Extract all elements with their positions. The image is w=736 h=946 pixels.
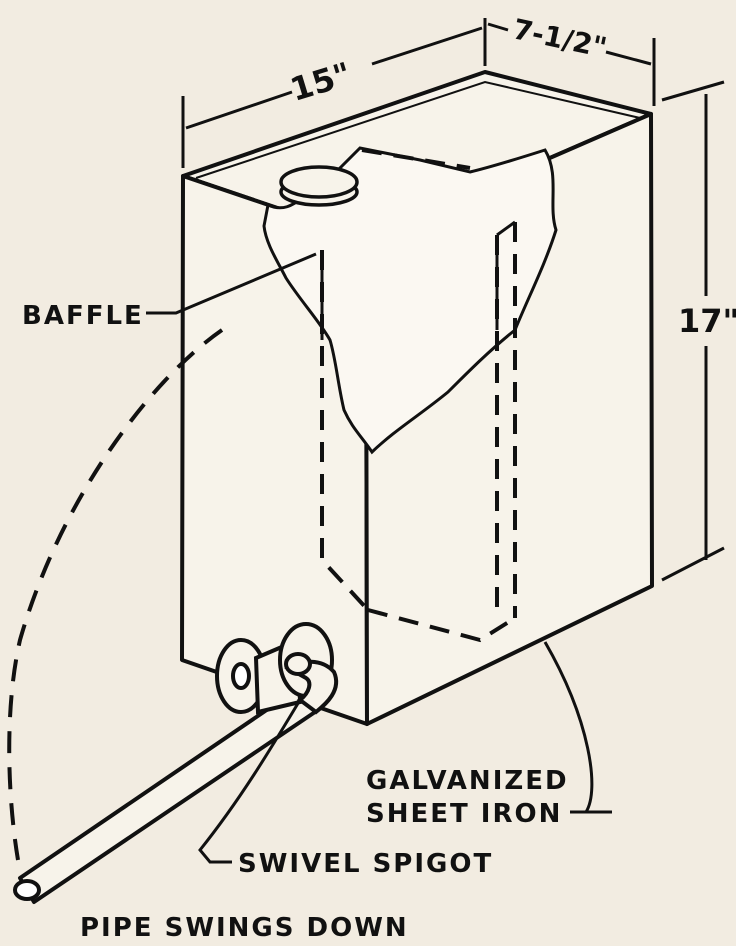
pipe-end xyxy=(13,879,41,901)
dimension-width: 15" xyxy=(286,55,356,109)
label-spigot: SWIVEL SPIGOT xyxy=(238,849,493,879)
label-pipe: PIPE SWINGS DOWN xyxy=(80,913,409,943)
tank-top-rim xyxy=(195,80,641,179)
leader-lines xyxy=(146,252,612,864)
dimension-height: 17" xyxy=(678,302,736,340)
label-material-line1: GALVANIZED xyxy=(366,766,569,796)
label-material-line2: SHEET IRON xyxy=(366,799,562,829)
swivel-spigot xyxy=(215,622,338,715)
label-baffle: BAFFLE xyxy=(22,301,144,331)
dimension-lines xyxy=(181,18,725,582)
swing-arc xyxy=(7,328,224,861)
baffle-edge xyxy=(320,220,516,340)
baffle-hidden-lines xyxy=(320,148,517,643)
dimension-depth: 7-1/2" xyxy=(510,12,610,64)
cutaway-opening xyxy=(262,146,558,455)
filler-cap xyxy=(279,165,359,207)
